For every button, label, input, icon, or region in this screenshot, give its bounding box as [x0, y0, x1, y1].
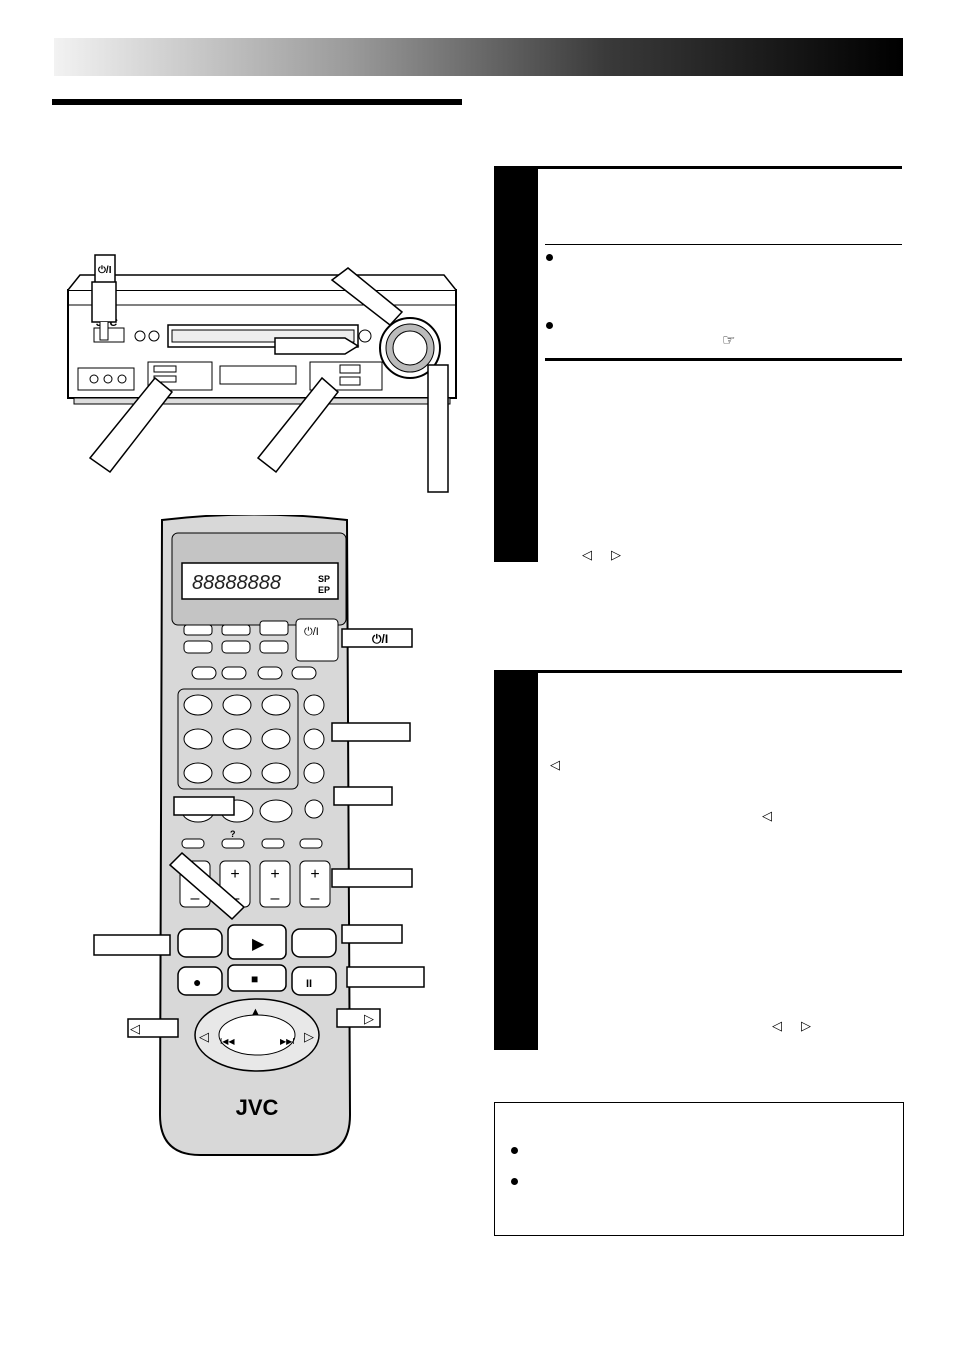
- rocker-1-minus: –: [191, 890, 200, 907]
- remote-lcd-sp: SP: [318, 574, 330, 584]
- step-2-left-arrow-icon-b: ◁: [762, 808, 772, 823]
- rocker-4-plus: +: [310, 866, 319, 883]
- remote-skip-back-glyph: I◀◀: [220, 1037, 235, 1046]
- note-bullet-2: [511, 1178, 518, 1185]
- step-1-top-rule: [538, 166, 902, 169]
- remote-lcd-digits: 88888888: [192, 572, 281, 594]
- step-1-ref-pointer-icon: ☞: [722, 332, 736, 349]
- step-2-right-arrow-icon: ▷: [801, 1018, 811, 1033]
- remote-lcd-ep: EP: [318, 585, 330, 595]
- remote-right-glyph: ▷: [304, 1029, 314, 1044]
- page-header-bar: [54, 38, 903, 76]
- remote-help-glyph: ?: [230, 829, 236, 839]
- step-2-left-arrow-icon-a: ◁: [550, 757, 560, 772]
- step-1-bar: [494, 166, 538, 562]
- rocker-3-minus: –: [271, 890, 280, 907]
- step-2-bar: [494, 670, 538, 1050]
- step-1-bullet-2: [546, 322, 553, 329]
- note-box: [494, 1102, 904, 1236]
- remote-pause-glyph: II: [306, 978, 312, 990]
- remote-record-glyph: ●: [193, 974, 201, 990]
- remote-control-illustration: 88888888 SP EP ⏻/I ? + + + + – – – –: [93, 515, 425, 1156]
- note-bullet-1: [511, 1147, 518, 1154]
- remote-logo: JVC: [236, 1095, 279, 1120]
- step-1-left-arrow-icon: ◁: [582, 547, 592, 562]
- callout-left-glyph: ◁: [130, 1021, 140, 1036]
- remote-power-glyph: ⏻/I: [304, 626, 319, 638]
- remote-left-glyph: ◁: [199, 1029, 209, 1044]
- section-title-rule: [52, 99, 462, 105]
- rocker-4-minus: –: [311, 890, 320, 907]
- remote-stop-glyph: ■: [251, 972, 258, 986]
- remote-up-glyph: ▲: [250, 1006, 261, 1018]
- vcr-front-panel-illustration: JVC ⏻/I: [67, 254, 457, 493]
- step-2-left-arrow-icon-c: ◁: [772, 1018, 782, 1033]
- step-1-sub-rule: [545, 244, 902, 245]
- step-2-top-rule: [538, 670, 902, 673]
- remote-skip-fwd-glyph: ▶▶I: [280, 1037, 295, 1046]
- rocker-2-plus: +: [230, 866, 239, 883]
- rocker-3-plus: +: [270, 866, 279, 883]
- step-1-bullet-1: [546, 254, 553, 261]
- step-1-bottom-rule: [545, 358, 902, 361]
- callout-right-glyph: ▷: [364, 1011, 374, 1026]
- vcr-power-label: ⏻/I: [98, 264, 112, 276]
- remote-play-glyph: ▶: [252, 936, 265, 953]
- callout-power-glyph: ⏻/I: [372, 632, 388, 646]
- step-1-right-arrow-icon: ▷: [611, 547, 621, 562]
